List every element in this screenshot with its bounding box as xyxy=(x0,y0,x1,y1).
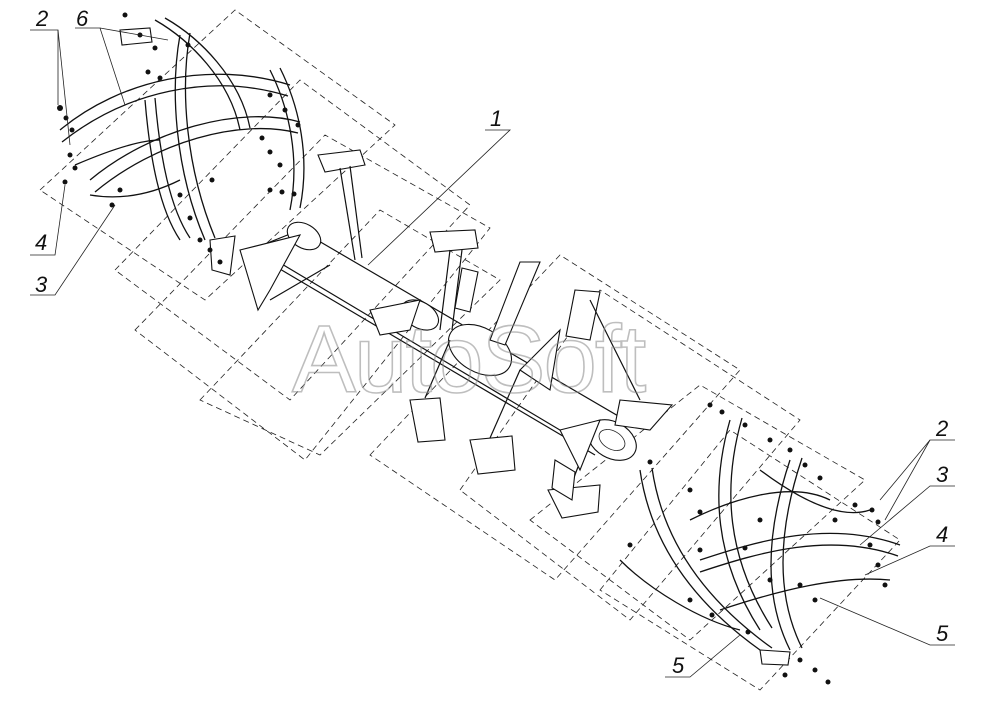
fasteners xyxy=(57,12,888,685)
callout-1: 1 xyxy=(490,106,502,131)
callout-5-bottom: 5 xyxy=(672,653,685,678)
callout-4-left: 4 xyxy=(35,230,47,255)
right-blades xyxy=(619,417,901,666)
watermark-text: AutoSoft xyxy=(292,306,646,413)
callout-3-left: 3 xyxy=(35,272,48,297)
left-blades xyxy=(59,17,305,276)
callout-4-right: 4 xyxy=(936,522,948,547)
callout-2-right: 2 xyxy=(935,416,948,441)
callout-5-right: 5 xyxy=(936,621,949,646)
callout-6: 6 xyxy=(76,6,89,31)
leader-lines xyxy=(30,27,955,678)
callout-3-right: 3 xyxy=(936,462,949,487)
flange-arms xyxy=(239,149,674,519)
callout-2-left: 2 xyxy=(35,6,48,31)
